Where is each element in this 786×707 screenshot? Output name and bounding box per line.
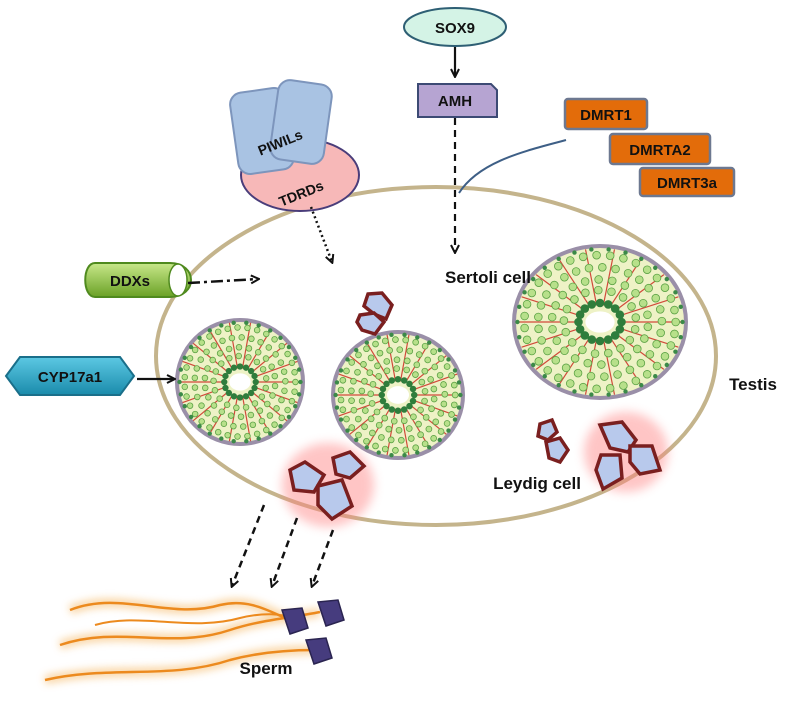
ddxs-node: DDXs: [84, 262, 192, 298]
leydig-cell-label: Leydig cell: [493, 474, 581, 493]
seminiferous-tubules: [175, 244, 688, 460]
sertoli-cell-label: Sertoli cell: [445, 268, 531, 287]
ddxs-to-testis-arrow: [187, 279, 258, 283]
ddxs-label: DDXs: [110, 273, 150, 290]
dmrt-connector-line: [458, 139, 567, 194]
testis-label: Testis: [729, 375, 777, 394]
amh-label: AMH: [438, 93, 472, 110]
sperm-head-3: [304, 637, 333, 665]
sox9-node: SOX9: [403, 7, 507, 47]
dmrta2-node: DMRTA2: [608, 132, 712, 166]
testis-to-sperm-arrow-3: [312, 529, 335, 586]
sperm-head-2: [316, 599, 345, 627]
piwils-node: PIWILs: [229, 79, 333, 175]
leydig-cell-small-right: [536, 417, 571, 465]
tubule-center: [331, 330, 465, 460]
dmrta2-label: DMRTA2: [629, 142, 690, 159]
leydig-cell-small-top: [355, 291, 395, 337]
sperm-tail-3: [44, 648, 316, 682]
sperm-head-1: [280, 607, 309, 635]
sperm-group: [43, 598, 345, 685]
tubule-left: [175, 318, 305, 446]
dmrt3a-node: DMRT3a: [638, 166, 736, 198]
sperm-label: Sperm: [240, 659, 293, 678]
sox9-label: SOX9: [435, 20, 475, 37]
dmrt1-label: DMRT1: [580, 107, 632, 124]
sperm-tail-4: [94, 613, 296, 626]
leydig-cell-large-right: [584, 412, 668, 492]
amh-node: AMH: [417, 83, 498, 118]
cyp17a1-label: CYP17a1: [38, 369, 102, 386]
dmrt1-node: DMRT1: [563, 97, 649, 131]
sperm-tail-1: [69, 601, 291, 622]
testis-to-sperm-arrow-2: [272, 517, 299, 586]
leydig-cell-large-bottom: [282, 443, 374, 527]
testis-to-sperm-arrow-1: [232, 504, 266, 586]
tubule-right: [512, 244, 688, 400]
cyp17a1-node: CYP17a1: [4, 356, 136, 396]
dmrt3a-label: DMRT3a: [657, 175, 718, 192]
